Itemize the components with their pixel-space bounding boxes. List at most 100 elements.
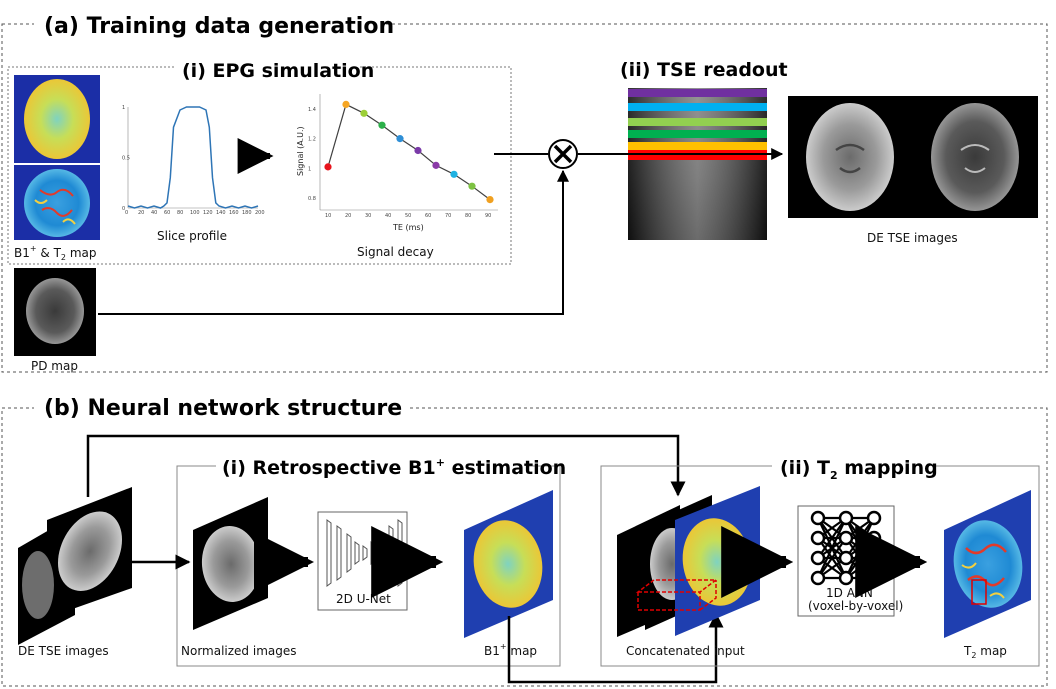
signal-decay-label: Signal decay [357, 245, 434, 259]
normalized-image [193, 497, 268, 630]
de-tse-images-label-b: DE TSE images [18, 644, 109, 658]
signal-point [414, 146, 422, 155]
unet-layer [336, 525, 342, 581]
unet-layer [370, 541, 376, 565]
ann-neuron [838, 510, 854, 526]
signal-point [486, 195, 494, 204]
retro-title: (i) Retrospective B1+ estimation [222, 456, 566, 479]
tse-readout-image [628, 88, 767, 240]
ann-neuron [866, 530, 882, 546]
concatenated-input-label: Concatenated input [626, 644, 745, 658]
signal-point [450, 170, 458, 178]
b1-t2-map-label: B1+ & T2 map [14, 244, 96, 262]
pd-to-multiply-arrow [98, 169, 569, 315]
de-tse-stack [18, 487, 132, 645]
panel-a-title: (a) Training data generation [44, 14, 394, 39]
y-tick-label: 1 [308, 166, 311, 172]
panel-a-frame [1, 23, 1048, 373]
x-tick-label: 50 [405, 213, 411, 219]
signal-point [378, 121, 386, 129]
unet-layer [346, 533, 352, 573]
b1-map-image [464, 490, 553, 638]
pd-map-label: PD map [31, 359, 78, 373]
ann-neuron [838, 530, 854, 546]
t2-map-thumbnail [14, 165, 100, 240]
signal-point [468, 182, 476, 190]
unet-layer [354, 541, 360, 565]
t2-map-label: T2 map [963, 644, 1007, 660]
ann-label-1: 1D ANN [826, 586, 873, 600]
x-tick-label: 40 [151, 210, 157, 216]
unet-block: 2D U-Net [317, 511, 408, 611]
x-tick-label: 80 [465, 213, 471, 219]
tse-readout-title: (ii) TSE readout [620, 59, 788, 81]
normalized-images-label: Normalized images [181, 644, 297, 658]
b1-to-concat-arrow [507, 612, 724, 684]
y-tick-label: 1 [122, 105, 125, 111]
tse-echo-band [628, 142, 767, 150]
epg-box [7, 66, 512, 265]
y-axis-label: Signal (A.U.) [296, 126, 305, 176]
concatenated-input [617, 486, 760, 637]
tse-echo-band [628, 130, 767, 138]
unet-layer [378, 533, 384, 573]
unet-label: 2D U-Net [336, 592, 391, 606]
t2-map-image [944, 490, 1031, 638]
x-tick-label: 100 [190, 210, 200, 216]
ann-connection [817, 517, 847, 559]
x-tick-label: 20 [345, 213, 351, 219]
ann-neuron [866, 550, 882, 566]
ann-label-2: (voxel-by-voxel) [808, 599, 903, 613]
x-tick-label: 10 [325, 213, 331, 219]
tse-echo-band [628, 89, 767, 97]
unet-layer [326, 519, 332, 587]
x-tick-label: 60 [164, 210, 170, 216]
panel-b: (b) Neural network structure DE TSE imag… [1, 392, 1048, 687]
signal-point [324, 163, 332, 171]
x-tick-label: 70 [445, 213, 451, 219]
x-tick-label: 90 [485, 213, 491, 219]
x-tick-label: 60 [425, 213, 431, 219]
y-tick-label: 0.5 [122, 156, 130, 162]
ann-connection [817, 517, 847, 579]
ann-connection [817, 537, 847, 579]
multiply-icon [548, 139, 578, 169]
x-tick-label: 0 [125, 210, 128, 216]
b1-map-thumbnail [14, 75, 100, 163]
signal-point [342, 100, 350, 109]
x-axis-label: TE (ms) [392, 223, 424, 232]
ann-neuron [866, 570, 882, 586]
panel-a: (a) Training data generation (i) EPG sim… [1, 8, 1048, 373]
tse-echo-band [628, 103, 767, 111]
de-tse-images-label-a: DE TSE images [867, 231, 958, 245]
slice-profile-label: Slice profile [157, 229, 227, 243]
ann-neuron [810, 530, 826, 546]
x-tick-label: 20 [138, 210, 144, 216]
unet-layer [388, 525, 394, 581]
x-tick-label: 40 [385, 213, 391, 219]
signal-point [432, 161, 440, 169]
ann-neuron [810, 550, 826, 566]
x-tick-label: 80 [177, 210, 183, 216]
pd-map-thumbnail [14, 268, 96, 356]
ann-neuron [838, 550, 854, 566]
signal-point [360, 109, 368, 117]
tse-echo-band [628, 118, 767, 126]
ann-neuron [810, 570, 826, 586]
x-tick-label: 180 [242, 210, 252, 216]
t2-mapping-title: (ii) T2 mapping [780, 457, 938, 482]
ann-block: 1D ANN (voxel-by-voxel) [797, 505, 903, 617]
de-tse-images [788, 96, 1038, 218]
panel-b-frame [1, 407, 1048, 687]
unet-layer [397, 519, 403, 587]
y-tick-label: 1.4 [308, 107, 316, 113]
y-tick-label: 0 [122, 206, 125, 212]
ann-neuron [838, 570, 854, 586]
unet-layer [362, 545, 368, 561]
signal-point [396, 135, 404, 143]
slice-profile-line [127, 106, 259, 209]
y-tick-label: 0.8 [308, 196, 316, 202]
x-tick-label: 120 [203, 210, 213, 216]
